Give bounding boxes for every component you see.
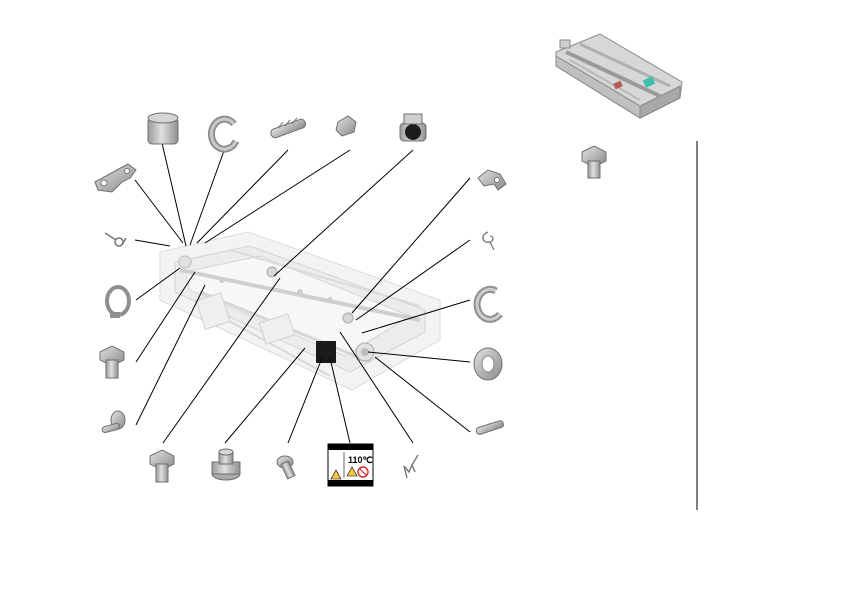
torsion-spring-bottom [403, 454, 419, 479]
e-ring-top [207, 115, 240, 153]
small-clip-bracket [335, 115, 357, 137]
fuser-frame [159, 231, 441, 391]
flange-screw-detached [581, 145, 607, 179]
fuser-overview-thumbnail [555, 33, 683, 119]
thermostat [399, 113, 427, 142]
flange-screw-bottom-1 [149, 449, 175, 483]
temperature-text: 110℃ [348, 455, 373, 465]
stepped-shoulder-screw [211, 448, 241, 481]
lever-arm-right [477, 169, 507, 191]
lever-bracket [94, 163, 137, 193]
bearing-ring-right [473, 347, 503, 381]
warning-label: 110℃ [327, 443, 374, 487]
leader-lines [134, 142, 471, 444]
hot-surface-warning-icon [330, 469, 342, 480]
e-ring-right [473, 285, 503, 323]
small-screw-bottom [276, 455, 296, 480]
label-patch-on-frame [316, 341, 336, 363]
sleeve-bushing [147, 112, 179, 145]
wire-spring-right [482, 231, 495, 251]
torsion-spring-left [104, 232, 127, 247]
pin-screw-left [101, 410, 126, 434]
extension-spring-right [475, 420, 504, 435]
retaining-ring-left [105, 285, 131, 318]
caution-warning-icon [346, 466, 358, 477]
compression-spring [270, 117, 306, 139]
no-touch-prohibition-icon [357, 466, 369, 478]
flange-screw-left [99, 345, 125, 379]
